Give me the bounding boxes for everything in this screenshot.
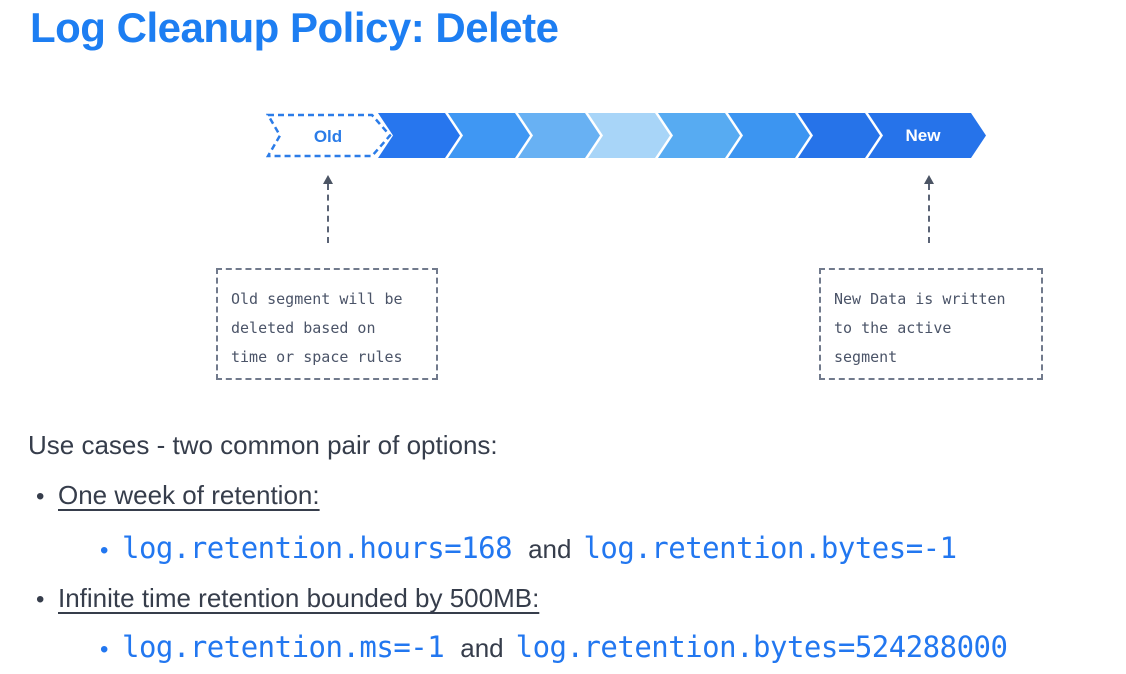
bullet-heading: One week of retention: xyxy=(58,480,320,510)
conjunction-text: and xyxy=(528,534,572,564)
arrow-to-old-segment-icon xyxy=(323,175,333,243)
code-retention-bytes: log.retention.bytes=524288000 xyxy=(515,630,1008,664)
new-segment-chevron: New xyxy=(868,113,986,158)
note-line: segment xyxy=(834,348,898,366)
bullet-icon: • xyxy=(36,483,45,510)
segment-chevron xyxy=(448,113,530,158)
note-line: New Data is written xyxy=(834,290,1006,308)
segment-chevron xyxy=(588,113,670,158)
bullet-icon: • xyxy=(36,586,45,613)
bullet-infinite-retention: • Infinite time retention bounded by 500… xyxy=(36,583,539,614)
arrowhead-icon xyxy=(323,175,333,184)
new-segment-note: New Data is written to the active segmen… xyxy=(819,268,1043,380)
bullet-heading: Infinite time retention bounded by 500MB… xyxy=(58,583,540,613)
conjunction-text: and xyxy=(460,633,504,663)
segment-chevron xyxy=(798,113,880,158)
code-retention-ms: log.retention.ms=-1 xyxy=(122,630,445,664)
new-segment-label: New xyxy=(905,125,941,145)
code-line-week-retention: • log.retention.hours=168 and log.retent… xyxy=(100,531,957,565)
page-title: Log Cleanup Policy: Delete xyxy=(30,4,559,51)
old-segment-outline xyxy=(266,113,392,158)
arrow-shaft xyxy=(327,184,329,243)
segment-bar: Old New xyxy=(266,113,986,158)
arrowhead-icon xyxy=(924,175,934,184)
note-line: deleted based on xyxy=(231,319,376,337)
arrow-shaft xyxy=(928,184,930,243)
bullet-icon: • xyxy=(100,636,109,663)
arrow-to-new-segment-icon xyxy=(924,175,934,243)
old-segment-label: Old xyxy=(314,127,342,146)
old-segment-chevron: Old xyxy=(266,113,392,158)
code-retention-hours: log.retention.hours=168 xyxy=(122,531,513,565)
note-line: to the active xyxy=(834,319,952,337)
segment-chevron xyxy=(518,113,600,158)
code-line-infinite-retention: • log.retention.ms=-1 and log.retention.… xyxy=(100,630,1008,664)
note-line: time or space rules xyxy=(231,348,403,366)
segment-chevron xyxy=(658,113,740,158)
bullet-icon: • xyxy=(100,537,109,564)
note-line: Old segment will be xyxy=(231,290,403,308)
old-segment-note: Old segment will be deleted based on tim… xyxy=(216,268,438,380)
code-retention-bytes: log.retention.bytes=-1 xyxy=(583,531,957,565)
segment-chevron xyxy=(728,113,810,158)
use-cases-intro: Use cases - two common pair of options: xyxy=(28,430,498,460)
bullet-one-week-retention: • One week of retention: xyxy=(36,480,320,511)
